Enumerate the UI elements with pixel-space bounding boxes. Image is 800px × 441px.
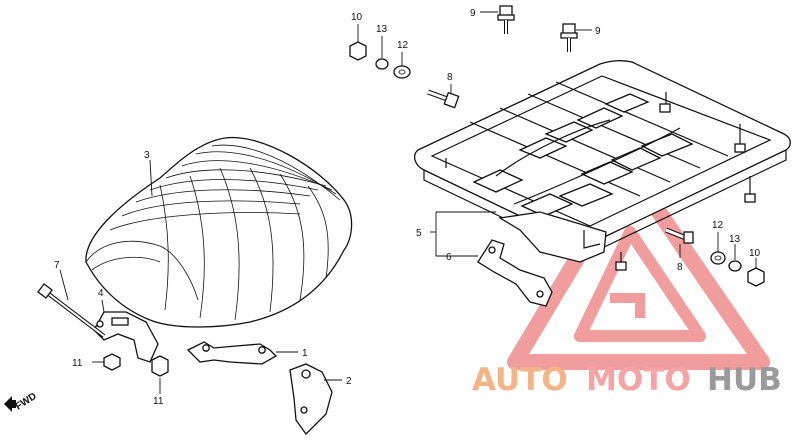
- callout-10-b: 10: [749, 248, 761, 259]
- callout-2: 2: [346, 376, 352, 387]
- callout-13-b: 13: [729, 234, 741, 245]
- part-4-bracket: [93, 311, 159, 363]
- callout-9-a: 9: [470, 8, 476, 19]
- callout-6: 6: [446, 252, 452, 263]
- hardware-top-left: [349, 41, 460, 109]
- callout-10-a: 10: [351, 12, 363, 23]
- callout-13-a: 13: [376, 24, 388, 35]
- part-6-bracket: [477, 239, 553, 307]
- watermark-auto: AUTO: [472, 362, 568, 398]
- part-9-bolts: [497, 5, 578, 52]
- watermark-logo: [507, 162, 770, 370]
- watermark-text: AUTO MOTO HUB: [472, 362, 782, 398]
- callout-11-b: 11: [153, 396, 164, 407]
- callout-8-b: 8: [677, 262, 683, 273]
- callout-8-a: 8: [447, 72, 453, 83]
- callout-7: 7: [54, 260, 60, 271]
- part-1-bracket: [186, 341, 278, 365]
- forward-arrow-icon: [4, 396, 16, 412]
- rear-carrier: [413, 60, 791, 271]
- callout-4: 4: [98, 288, 104, 299]
- hardware-right: [665, 227, 765, 287]
- forward-direction-marker: FWD: [4, 391, 39, 413]
- callout-9-b: 9: [595, 26, 601, 37]
- watermark-triangle-inner: [574, 226, 706, 342]
- seat-assembly: [85, 136, 353, 328]
- part-2-plate: [289, 363, 333, 436]
- callout-3: 3: [144, 150, 150, 161]
- callout-5: 5: [416, 228, 422, 239]
- leader-lines: [59, 11, 757, 394]
- callout-labels: 3 4 7 11 11 1 2 10 13 12 8 9 9 5 6 8 12 …: [54, 8, 761, 407]
- watermark-moto: MOTO: [586, 362, 691, 398]
- forward-label: FWD: [14, 391, 39, 413]
- part-7-long-bolt: [37, 283, 106, 338]
- watermark-hub: HUB: [707, 362, 782, 398]
- part-11-nuts: [103, 353, 169, 377]
- callout-11-a: 11: [72, 358, 83, 369]
- callout-12-a: 12: [397, 40, 409, 51]
- callout-12-b: 12: [712, 220, 724, 231]
- watermark-triangle-outer: [507, 162, 770, 370]
- callout-1: 1: [302, 348, 308, 359]
